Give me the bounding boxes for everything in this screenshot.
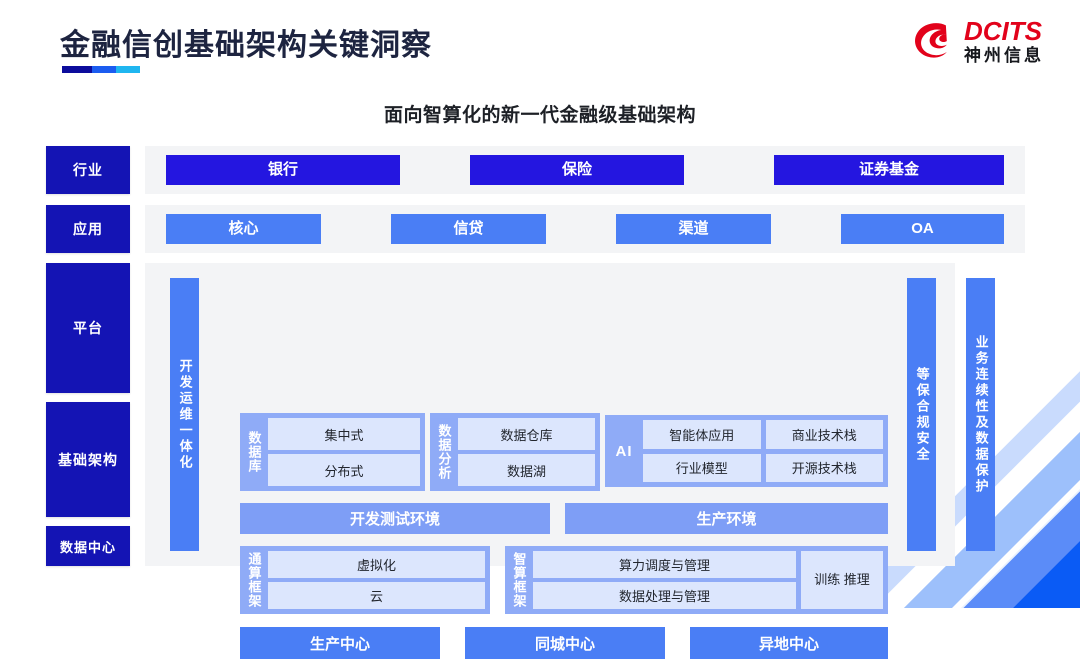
chip-centralized[interactable]: 集中式 <box>268 418 420 450</box>
data-center-box-remote[interactable]: 异地中心 <box>690 627 888 659</box>
layer-label-infrastructure: 基础架构 <box>46 402 130 517</box>
group-data-analysis: 数据分析 数据仓库 数据湖 <box>430 413 600 491</box>
industry-box-insurance[interactable]: 保险 <box>470 155 684 185</box>
dcits-swirl-logo-icon <box>910 18 956 64</box>
application-box-oa[interactable]: OA <box>841 214 1004 244</box>
layer-label-industry: 行业 <box>46 146 130 194</box>
group-caption-ai: AI <box>615 442 633 460</box>
diagram-subtitle: 面向智算化的新一代金融级基础架构 <box>383 105 696 126</box>
chip-distributed[interactable]: 分布式 <box>268 454 420 486</box>
chip-industry-model[interactable]: 行业模型 <box>643 453 761 482</box>
environment-bar-production[interactable]: 生产环境 <box>565 503 888 534</box>
data-center-box-metro[interactable]: 同城中心 <box>465 627 665 659</box>
group-intelligent-compute-framework: 智算框架 算力调度与管理 数据处理与管理 训练 推理 <box>505 546 888 614</box>
industry-box-bank[interactable]: 银行 <box>166 155 400 185</box>
chip-data-warehouse[interactable]: 数据仓库 <box>458 418 595 450</box>
vertical-bar-business-continuity[interactable]: 业务连续性及数据保护 <box>966 278 995 551</box>
page-header: 金融信创基础架构关键洞察 DCITS 神州信息 <box>0 0 1080 92</box>
vertical-bar-devops[interactable]: 开发运维一体化 <box>170 278 199 551</box>
page-title: 金融信创基础架构关键洞察 <box>60 29 432 62</box>
chip-compute-scheduling[interactable]: 算力调度与管理 <box>533 551 796 578</box>
chip-commercial-stack[interactable]: 商业技术栈 <box>765 420 883 449</box>
application-box-channel[interactable]: 渠道 <box>616 214 771 244</box>
layer-label-data-center: 数据中心 <box>46 526 130 566</box>
industry-row-panel: 银行 保险 证券基金 <box>145 146 1025 194</box>
architecture-diagram: 行业 应用 平台 基础架构 数据中心 银行 保险 证券基金 核心 信贷 渠道 O… <box>0 138 1080 659</box>
group-caption-intelligent-compute: 智算框架 <box>511 552 527 608</box>
group-database: 数据库 集中式 分布式 <box>240 413 425 491</box>
chip-agent-application[interactable]: 智能体应用 <box>643 420 761 449</box>
chip-virtualization[interactable]: 虚拟化 <box>268 551 485 578</box>
chip-data-lake[interactable]: 数据湖 <box>458 454 595 486</box>
group-caption-data-analysis: 数据分析 <box>436 424 452 480</box>
group-caption-database: 数据库 <box>246 431 262 473</box>
chip-data-processing[interactable]: 数据处理与管理 <box>533 582 796 609</box>
industry-box-securities[interactable]: 证券基金 <box>774 155 1004 185</box>
application-row-panel: 核心 信贷 渠道 OA <box>145 205 1025 253</box>
vertical-bar-compliance[interactable]: 等保合规安全 <box>907 278 936 551</box>
application-box-credit[interactable]: 信贷 <box>391 214 546 244</box>
chip-opensource-stack[interactable]: 开源技术栈 <box>765 453 883 482</box>
group-general-compute-framework: 通算框架 虚拟化 云 <box>240 546 490 614</box>
logo-text-cn: 神州信息 <box>964 46 1044 65</box>
platform-infrastructure-panel: 开发运维一体化 等保合规安全 数据库 集中式 分布式 数据分析 数据仓库 数据湖… <box>145 263 955 659</box>
group-caption-general-compute: 通算框架 <box>246 552 262 608</box>
title-underline-accent <box>62 66 140 73</box>
chip-cloud[interactable]: 云 <box>268 582 485 609</box>
brand-logo: DCITS 神州信息 <box>910 18 1044 64</box>
environment-bar-dev-test[interactable]: 开发测试环境 <box>240 503 550 534</box>
logo-text-en: DCITS <box>964 16 1042 46</box>
application-box-core[interactable]: 核心 <box>166 214 321 244</box>
layer-label-platform: 平台 <box>46 263 130 393</box>
group-ai: AI 智能体应用 商业技术栈 行业模型 开源技术栈 <box>605 415 888 487</box>
data-center-box-production[interactable]: 生产中心 <box>240 627 440 659</box>
layer-label-application: 应用 <box>46 205 130 253</box>
chip-training-inference[interactable]: 训练 推理 <box>801 551 883 609</box>
